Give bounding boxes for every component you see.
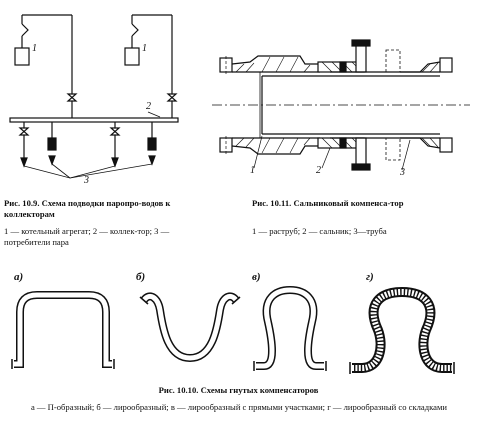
fig11-label-2: 2: [316, 165, 321, 176]
fig10-caption: Рис. 10.10. Схемы гнутых компенсаторов: [158, 385, 319, 395]
fig10-sublabel-v: в): [252, 271, 261, 283]
fig10-sublabel-g: г): [366, 271, 374, 283]
fig-10-9-drawing: [9, 14, 179, 179]
compensator-b-lyre: [139, 292, 241, 363]
fig10-legend: а — П-образный; б — лирообразный; в — ли…: [30, 402, 448, 412]
fig9-label-3: 3: [84, 175, 89, 186]
fig11-legend: 1 — раструб; 2 — сальник; 3—труба: [252, 226, 387, 236]
fig-10-11-drawing: [212, 39, 470, 171]
fig10-sublabel-a: а): [14, 271, 24, 283]
fig11-label-3: 3: [400, 167, 405, 178]
boiler-1-left: [14, 14, 73, 118]
fig9-label-1-right: 1: [142, 43, 147, 54]
steam-consumers-3: [18, 122, 157, 179]
compensator-g-lyre-corrugated: [349, 286, 455, 374]
fig11-label-1: 1: [250, 165, 255, 176]
fig9-label-2: 2: [146, 101, 151, 112]
compensator-v-lyre-straight: [253, 285, 327, 371]
collector-2: [9, 117, 179, 123]
compensator-a-u-shaped: [11, 291, 115, 369]
fig9-legend: 1 — котельный агрегат; 2 — коллек-тор; 3…: [4, 226, 170, 247]
fig9-label-1-left: 1: [32, 43, 37, 54]
fig11-caption: Рис. 10.11. Сальниковый компенса-тор: [252, 198, 404, 208]
fig10-sublabel-b: б): [136, 271, 146, 283]
fig9-caption: Рис. 10.9. Схема подводки паропро-водов …: [4, 198, 171, 219]
